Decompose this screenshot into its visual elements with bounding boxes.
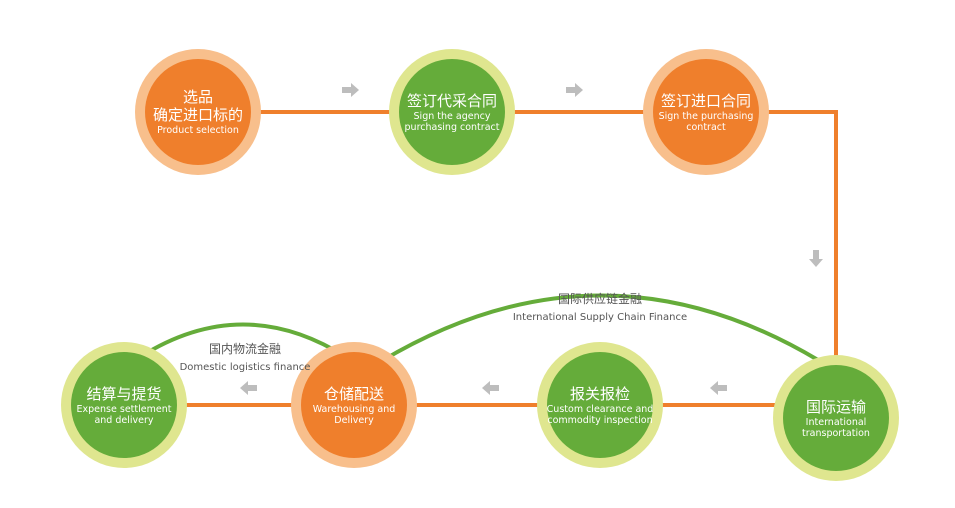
international-finance-en: International Supply Chain Finance bbox=[512, 312, 688, 323]
arrow-right-icon bbox=[342, 83, 359, 97]
node-subtitle: Expense settlement and delivery bbox=[76, 403, 172, 426]
international-finance-label: 国际供应链金融 International Supply Chain Finan… bbox=[490, 291, 710, 325]
node-circle bbox=[301, 352, 407, 458]
node-title: 结算与提货 bbox=[86, 384, 162, 403]
node-subtitle: Product selection bbox=[157, 125, 239, 136]
domestic-finance-en: Domestic logistics finance bbox=[179, 362, 311, 373]
node-subtitle: Custom clearance and commodity inspectio… bbox=[546, 403, 654, 426]
node-title: 签订代采合同 bbox=[406, 91, 497, 110]
arrow-right-icon bbox=[566, 83, 583, 97]
node-circle bbox=[71, 352, 177, 458]
node-subtitle: Warehousing and Delivery bbox=[312, 403, 396, 426]
arrow-left-icon bbox=[240, 381, 257, 395]
node-circle bbox=[783, 365, 889, 471]
node-subtitle: Sign the purchasing contract bbox=[658, 110, 754, 133]
node-title: 选品 确定进口标的 bbox=[152, 88, 243, 124]
node-circle bbox=[547, 352, 653, 458]
arrow-left-icon bbox=[710, 381, 727, 395]
domestic-finance-arc bbox=[138, 322, 348, 359]
domestic-finance-zh: 国内物流金融 bbox=[208, 342, 281, 356]
node-title: 报关报检 bbox=[569, 384, 630, 403]
node-title: 国际运输 bbox=[805, 397, 866, 416]
international-finance-arc bbox=[378, 293, 820, 364]
node-subtitle: Sign the agency purchasing contract bbox=[404, 110, 500, 133]
domestic-finance-label: 国内物流金融 Domestic logistics finance bbox=[160, 341, 330, 375]
node-circle bbox=[653, 59, 759, 165]
node-title: 仓储配送 bbox=[323, 384, 384, 403]
node-circle bbox=[145, 59, 251, 165]
node-title: 签订进口合同 bbox=[660, 91, 751, 110]
node-subtitle: International transportation bbox=[802, 416, 870, 439]
arrow-down-icon bbox=[809, 250, 823, 267]
arrow-left-icon bbox=[482, 381, 499, 395]
international-finance-zh: 国际供应链金融 bbox=[557, 292, 642, 306]
node-circle bbox=[399, 59, 505, 165]
